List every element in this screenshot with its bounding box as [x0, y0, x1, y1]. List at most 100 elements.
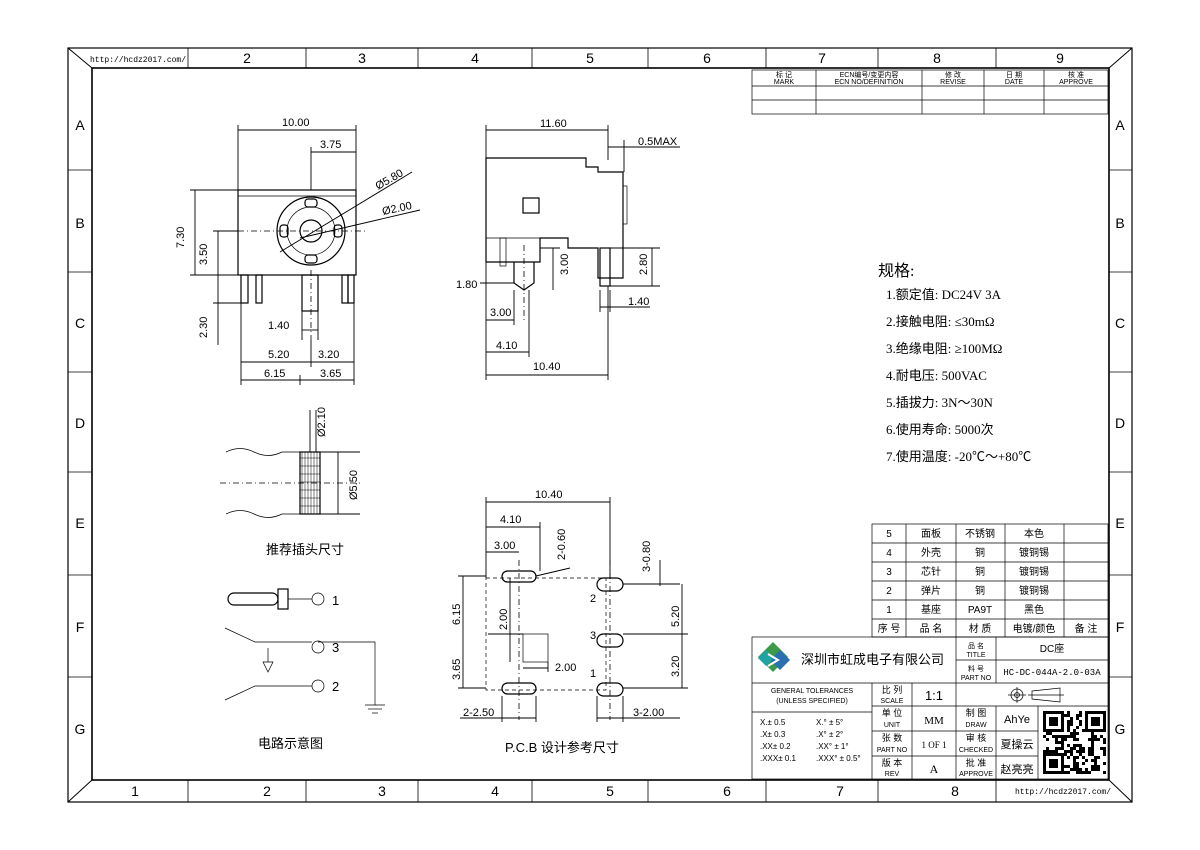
spec-contact-resistance: 2.接触电阻: ≤30mΩ	[886, 314, 995, 329]
plug-caption: 推荐插头尺寸	[266, 542, 344, 557]
check-label-cn: 审 核	[966, 732, 987, 743]
dim-pcb-f: 2.00	[498, 609, 510, 630]
dim-front-center: 3.50	[198, 244, 210, 265]
bom-header-no: 序 号	[878, 622, 901, 635]
spec-insertion-force: 5.插拔力: 3N～30N	[886, 395, 994, 410]
sheet-value: 1 OF 1	[921, 740, 946, 750]
spec-life: 6.使用寿命: 5000次	[886, 422, 994, 437]
zone-bottom-5: 5	[606, 783, 614, 799]
bom-row2-no: 2	[886, 586, 892, 597]
bom-row4-material: 铜	[975, 547, 985, 559]
scale-label-cn: 比 列	[882, 684, 903, 695]
front-view: 10.00 3.75 Ø5.80 Ø2.00 7.30 3.50 2.30 1.…	[175, 117, 421, 385]
approve-value: 赵亮亮	[1001, 762, 1034, 776]
company-logo-icon	[758, 642, 790, 672]
rev-revise-en: REVISE	[940, 79, 966, 86]
tol-left-1: X.± 0.5	[760, 718, 786, 727]
dim-pcb-c: 3.00	[494, 540, 515, 552]
circuit-diagram: 1 3 2 电路示意图	[224, 588, 385, 751]
part-label-cn: 料 号	[968, 664, 984, 673]
zone-left-b: B	[75, 215, 84, 231]
bom-row1-no: 1	[886, 605, 892, 616]
url-bottom: http://hcdz2017.com/	[1015, 788, 1111, 797]
zone-top-9: 9	[1056, 50, 1064, 66]
dim-front-height: 7.30	[175, 227, 187, 248]
zone-top-7: 7	[818, 50, 826, 66]
draw-value: AhYe	[1004, 714, 1030, 726]
zone-top-8: 8	[933, 50, 941, 66]
dim-front-pin-gap: 1.40	[268, 320, 289, 332]
zone-right-f: F	[1116, 619, 1125, 635]
tolerance-subtitle: (UNLESS SPECIFIED)	[776, 698, 848, 705]
zone-left-e: E	[75, 515, 84, 531]
dim-side-d4: 2.80	[638, 254, 650, 275]
bom-row5-material: 不锈钢	[965, 527, 995, 540]
dim-plug-inner: Ø2.10	[316, 407, 328, 437]
bom-header-remark: 备 注	[1075, 622, 1098, 635]
approve-label-en: APPROVE	[959, 771, 993, 778]
rev-mark-cn: 标 记	[776, 70, 792, 79]
dim-side-d5: 1.40	[628, 296, 649, 308]
zone-right-b: B	[1115, 215, 1124, 231]
check-value: 夏操云	[1001, 737, 1034, 751]
zone-top-5: 5	[586, 50, 594, 66]
plug-view: Ø2.10 Ø5.50 推荐插头尺寸	[220, 407, 360, 557]
zone-left-f: F	[76, 619, 85, 635]
zone-right-a: A	[1115, 117, 1125, 133]
bom-header-name: 品 名	[920, 622, 943, 635]
unit-value: MM	[924, 715, 944, 727]
dim-pcb-g: 5.20	[670, 606, 682, 627]
dim-front-b: 3.20	[318, 349, 339, 361]
spec-insulation: 3.绝缘电阻: ≥100MΩ	[886, 341, 1002, 356]
spec-rating: 1.额定值: DC24V 3A	[886, 287, 1002, 302]
bom-row3-finish: 镀铜锡	[1019, 565, 1049, 578]
dim-pcb-d: 3-0.80	[641, 541, 653, 572]
bom-row4-name: 外壳	[921, 546, 941, 559]
dim-pcb-b: 2-0.60	[556, 529, 568, 560]
bom-table: 5 面板 不锈钢 本色 4 外壳 铜 镀铜锡 3 芯针 铜 镀铜锡 2 弹片 铜…	[871, 523, 1109, 638]
dim-side-d2: 3.00	[490, 307, 511, 319]
bom-row2-finish: 镀铜锡	[1019, 584, 1049, 597]
dim-pcb-j: 3.20	[670, 656, 682, 677]
specifications: 规格: 1.额定值: DC24V 3A 2.接触电阻: ≤30mΩ 3.绝缘电阻…	[878, 262, 1031, 464]
bom-row4-no: 4	[886, 548, 892, 559]
circuit-pin-2: 2	[332, 679, 339, 694]
dim-pcb-l: 3-2.00	[633, 707, 664, 719]
zone-bottom-6: 6	[723, 783, 731, 799]
part-number-value: HC-DC-044A-2.0-03A	[1003, 668, 1101, 678]
sheet-frame: http://hcdz2017.com/ http://hcdz2017.com…	[67, 47, 1133, 803]
dim-side-length: 11.60	[540, 118, 567, 130]
rev-label-en: REV	[885, 771, 900, 778]
title-label-cn: 品 名	[968, 641, 984, 650]
dim-side-max: 0.5MAX	[638, 136, 678, 148]
bom-row3-material: 铜	[975, 566, 985, 578]
draw-label-en: DRAW	[965, 722, 987, 729]
rev-value: A	[930, 762, 939, 776]
rev-ecn-cn: ECN编号/变更内容	[840, 70, 899, 79]
bom-header-material: 材 质	[969, 622, 992, 635]
bom-row5-name: 面板	[921, 527, 941, 540]
pcb-pad-1: 1	[590, 668, 596, 680]
dim-front-d: 3.65	[320, 368, 341, 380]
bom-row1-finish: 黑色	[1024, 603, 1044, 616]
sheet-label-cn: 张 数	[882, 732, 903, 743]
zone-bottom-2: 2	[263, 783, 271, 799]
bom-row3-name: 芯针	[921, 565, 941, 578]
zone-right-g: G	[1115, 721, 1126, 737]
dim-side-d3: 3.00	[559, 254, 571, 275]
tol-left-2: .X± 0.3	[760, 730, 786, 739]
bom-header-finish: 电镀/颜色	[1013, 622, 1056, 635]
circuit-pin-1: 1	[332, 593, 339, 608]
zone-top-6: 6	[703, 50, 711, 66]
unit-label-en: UNIT	[884, 722, 901, 729]
tol-right-2: .X° ± 2°	[816, 730, 843, 739]
approve-label-cn: 批 准	[966, 757, 987, 768]
zone-bottom-8: 8	[951, 783, 959, 799]
zone-bottom-7: 7	[836, 783, 844, 799]
dim-front-a: 5.20	[268, 349, 289, 361]
tol-right-4: .XXX° ± 0.5°	[816, 754, 861, 763]
title-label-en: TITLE	[966, 652, 985, 659]
bom-row5-no: 5	[886, 529, 892, 540]
dim-pcb-i: 3.65	[451, 659, 463, 680]
